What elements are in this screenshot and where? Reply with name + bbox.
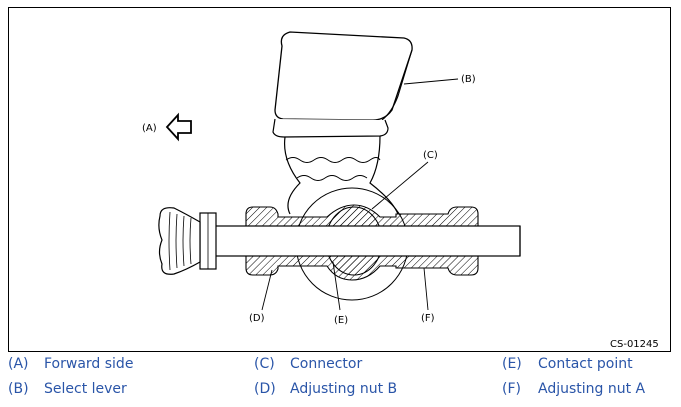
callout-f: (F) [421,313,435,324]
legend-key: (B) [8,381,29,397]
legend-item-d: (D) Adjusting nut B [254,381,397,397]
legend-key: (D) [254,381,276,397]
leader-e [332,261,341,311]
legend-label: Connector [290,356,363,372]
legend-key: (F) [502,381,521,397]
legend-label: Adjusting nut A [538,381,646,397]
legend-label: Contact point [538,356,633,372]
select-lever-collar [272,118,389,138]
legend-label: Select lever [44,381,127,397]
callout-a: (A) [142,123,157,134]
legend-label: Forward side [44,356,134,372]
select-lever-stem [283,135,399,215]
rod [213,225,521,257]
leader-d [261,269,273,311]
select-lever-edge [381,49,413,121]
select-lever [274,31,413,121]
legend-item-f: (F) Adjusting nut A [502,381,645,397]
legend-item-c: (C) Connector [254,356,362,372]
legend-key: (C) [254,356,275,372]
legend-item-b: (B) Select lever [8,381,127,397]
callout-d: (D) [249,313,265,324]
legend-item-a: (A) Forward side [8,356,133,372]
break-line-upper [285,157,381,163]
leader-c [371,161,429,210]
boot [158,207,201,275]
legend-item-e: (E) Contact point [502,356,633,372]
forward-arrow-icon [165,112,192,142]
leader-b [403,78,459,85]
legend-key: (A) [8,356,29,372]
legend-key: (E) [502,356,522,372]
leader-f [423,267,429,311]
boot-ribs [168,211,192,271]
callout-e: (E) [334,315,348,326]
break-line-lower [296,175,368,181]
legend: (A) Forward side (B) Select lever (C) Conne… [0,355,681,407]
callout-b: (B) [461,74,476,85]
callout-c: (C) [423,150,438,161]
legend-label: Adjusting nut B [290,381,398,397]
figure-code: CS-01245 [610,339,659,350]
